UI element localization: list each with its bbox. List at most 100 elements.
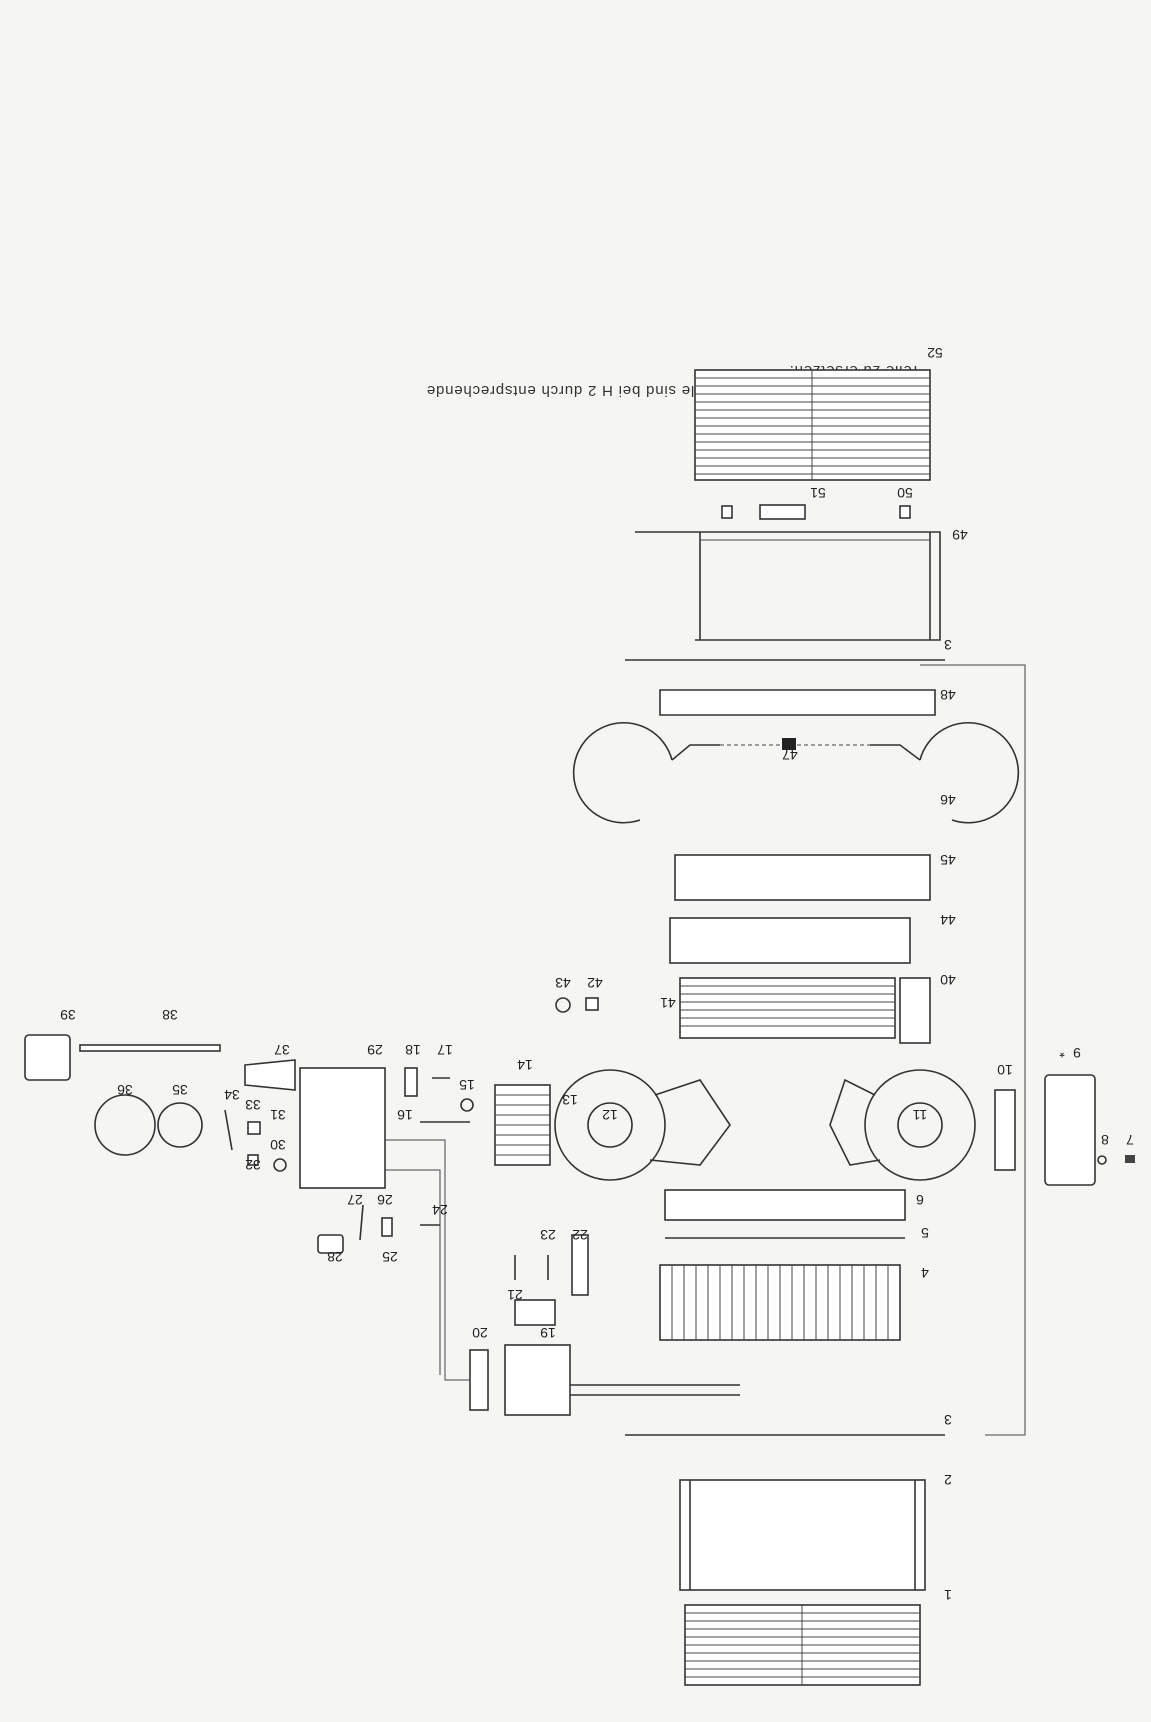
part-label-31: 36: [117, 1082, 133, 1098]
part-label-28: *: [1059, 1045, 1065, 1061]
part-label-9: 44: [940, 912, 956, 928]
part-2-housing: [679, 1479, 926, 1591]
part-label-51: 3: [944, 1412, 952, 1428]
part-label-53: 1: [944, 1587, 952, 1603]
part-label-29: 8: [1101, 1132, 1109, 1148]
part-label-35: 32: [245, 1157, 261, 1173]
part-20-cover: [469, 1349, 489, 1411]
part-label-36: 31: [270, 1107, 286, 1123]
part-label-46: 23: [540, 1227, 556, 1243]
part-label-7: 46: [940, 792, 956, 808]
part-7-screw: [1125, 1155, 1135, 1163]
part-label-17: 29: [367, 1042, 383, 1058]
part-42-nut: [585, 997, 599, 1011]
part-label-24: 12: [602, 1107, 618, 1123]
part-label-42: 26: [377, 1192, 393, 1208]
part-29-cover: [299, 1067, 386, 1189]
part-label-45: 28: [327, 1249, 343, 1265]
part-label-5: 48: [940, 687, 956, 703]
part-label-43: 24: [432, 1202, 448, 1218]
part-label-14: 39: [60, 1007, 76, 1023]
part-label-16: 37: [274, 1042, 290, 1058]
part-19-thermostat: [504, 1344, 740, 1416]
part-46-spring-clips: [572, 721, 1020, 824]
part-label-8: 45: [940, 852, 956, 868]
part-label-50: 19: [540, 1325, 556, 1341]
part-label-48: 21: [507, 1287, 523, 1303]
part-18-clamp: [404, 1067, 418, 1097]
part-label-52: 2: [944, 1472, 952, 1488]
part-35-ring: [157, 1102, 203, 1148]
part-10-ring: [994, 1089, 1016, 1171]
part-label-32: 35: [172, 1082, 188, 1098]
part-label-11: 41: [660, 995, 676, 1011]
part-label-25: 11: [913, 1107, 928, 1123]
part-30-nut: [273, 1158, 287, 1172]
part-11-fan-housing: [829, 1069, 976, 1181]
part-26-spring: [359, 1204, 364, 1241]
part-label-13: 43: [555, 975, 571, 991]
part-51-clip: [759, 504, 806, 520]
part-50-screw-b: [899, 505, 911, 519]
part-38-cord: [79, 1044, 221, 1052]
part-label-6: 47: [782, 747, 798, 763]
part-44-mica-plate: [669, 917, 911, 964]
part-47-connector: [782, 738, 796, 750]
part-12-fan-housing: [554, 1069, 731, 1181]
part-48-plate: [659, 689, 936, 716]
wiring-lines: [385, 664, 1026, 1436]
part-14-motor: [494, 1084, 551, 1166]
part-label-12: 42: [587, 975, 603, 991]
part-25-part: [381, 1217, 393, 1237]
part-label-15: 38: [162, 1007, 178, 1023]
part-label-10: 40: [940, 972, 956, 988]
part-36-knob: [94, 1094, 156, 1156]
part-label-23: 16: [397, 1107, 413, 1123]
part-label-26: 10: [997, 1062, 1013, 1078]
part-6-switch-strip: [664, 1189, 906, 1221]
part-label-1: 51: [810, 485, 826, 501]
part-4-reflector: [659, 1264, 901, 1341]
part-50-screw-a: [721, 505, 733, 519]
part-45-housing-strip: [674, 854, 931, 901]
part-label-39: 5: [921, 1225, 929, 1241]
part-22-bracket: [571, 1234, 589, 1296]
part-label-18: 18: [405, 1042, 421, 1058]
part-49-frame: [635, 531, 941, 641]
part-9-switch-cover: [1044, 1074, 1096, 1186]
part-label-40: 4: [921, 1265, 929, 1281]
part-label-47: 22: [572, 1227, 588, 1243]
part-label-3: 49: [952, 527, 968, 543]
part-label-30: 7: [1126, 1132, 1134, 1148]
part-8-knob: [1097, 1155, 1107, 1165]
part-40-heating-element: [679, 977, 931, 1044]
part-label-22: 15: [459, 1077, 475, 1093]
part-label-20: 14: [517, 1057, 533, 1073]
part-39-plug: [24, 1034, 71, 1081]
part-43-washer: [555, 997, 571, 1013]
part-label-21: 13: [562, 1092, 578, 1108]
part-label-37: 30: [270, 1137, 286, 1153]
part-1-grille: [684, 1604, 921, 1686]
part-label-41: 27: [347, 1192, 363, 1208]
part-label-4: 3: [944, 637, 952, 653]
part-32-part: [247, 1154, 259, 1166]
part-label-0: 52: [927, 345, 943, 361]
part-label-27: 9: [1073, 1045, 1081, 1061]
part-37-cord-grommet: [244, 1059, 296, 1091]
part-label-33: 34: [224, 1087, 240, 1103]
part-34-spring: [224, 1109, 233, 1151]
part-label-34: 33: [245, 1097, 261, 1113]
part-label-44: 25: [382, 1249, 398, 1265]
part-label-2: 50: [897, 485, 913, 501]
part-15-washer: [460, 1098, 474, 1112]
part-label-38: 6: [916, 1192, 924, 1208]
part-label-49: 20: [472, 1325, 488, 1341]
part-label-19: 17: [437, 1042, 453, 1058]
part-20-bracket: [514, 1299, 556, 1326]
part-28-lamp: [317, 1234, 344, 1254]
part-31-part: [247, 1121, 261, 1135]
